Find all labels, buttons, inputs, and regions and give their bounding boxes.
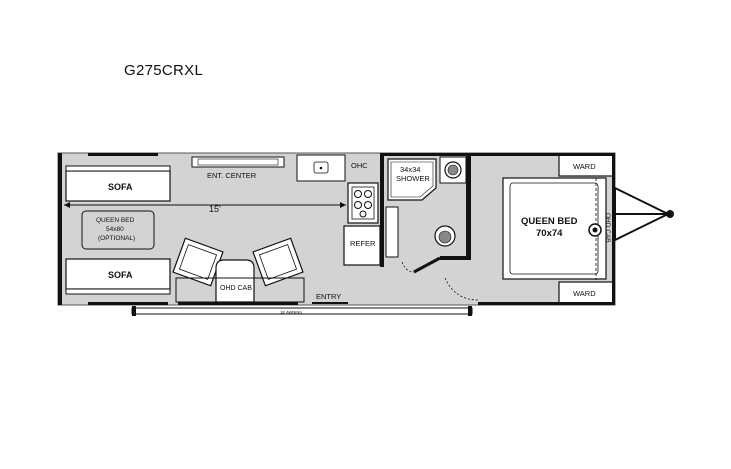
recliner-left — [172, 237, 224, 287]
ohd-cab-base — [175, 277, 305, 303]
ent-center-inner — [197, 158, 279, 166]
vent-fan-inner — [592, 227, 598, 233]
stove-inner — [351, 186, 375, 220]
wardrobe-bottom-label: WARD — [573, 289, 596, 298]
shower-size-label: 34x34 — [400, 165, 420, 174]
queen-bed-optional-line2: 54x80 — [106, 226, 124, 233]
wall-bottom-right — [478, 302, 615, 305]
queen-bed-optional-line3: (OPTIONAL) — [98, 235, 135, 242]
bath-closet — [385, 206, 399, 258]
wall-bottom-left — [88, 302, 168, 305]
refer-label: REFER — [350, 239, 376, 248]
bath-wall-right — [466, 155, 471, 259]
bath-wall-bottom — [440, 256, 471, 260]
wall-top-right — [471, 153, 615, 156]
bath-wall-top — [380, 153, 471, 156]
queen-bed-optional-line1: QUEEN BED — [96, 217, 135, 224]
model-title: G275CRXL — [124, 62, 204, 79]
sofa-bottom-label: SOFA — [108, 270, 133, 280]
sofa-top-label: SOFA — [108, 182, 133, 192]
shower-label: SHOWER — [396, 174, 430, 183]
sink-drain — [319, 166, 323, 170]
sofa-bottom-back — [65, 288, 171, 295]
queen-bed-optional — [81, 210, 155, 250]
recliner-right — [252, 237, 304, 287]
bath-wall-left — [380, 155, 384, 267]
burner-3 — [354, 201, 362, 209]
hitch-coupler — [666, 210, 674, 218]
burner-5 — [359, 210, 367, 218]
dimension-arrow-left — [64, 202, 70, 208]
bath-door-swing — [401, 261, 415, 273]
bath-sink-inner — [447, 164, 459, 176]
bedroom-door-swing — [444, 277, 479, 301]
ohd-cab-front-label: OHD CAB — [220, 285, 252, 292]
ent-center-label: ENT. CENTER — [207, 171, 257, 180]
wall-rear — [612, 153, 615, 305]
dimension-label: 15' — [209, 204, 221, 214]
entry-label: ENTRY — [316, 292, 341, 301]
wardrobe-top-label: WARD — [573, 162, 596, 171]
sofa-bottom — [65, 258, 171, 290]
burner-4 — [364, 201, 372, 209]
wall-bottom-mid — [178, 302, 298, 305]
ohc-label: OHC — [351, 161, 368, 170]
queen-bed-label: QUEEN BED — [521, 216, 578, 227]
ohd-cab-front — [215, 259, 255, 303]
awning-label: 18' AWNING — [280, 310, 302, 315]
shower — [387, 158, 437, 201]
burner-1 — [354, 190, 362, 198]
ohd-cab-rear-label: OHD CAB — [604, 213, 611, 243]
wall-top-left — [88, 153, 158, 156]
toilet-bowl — [438, 230, 452, 244]
wall-front — [58, 153, 62, 305]
awning-end-right — [468, 306, 472, 316]
queen-bed-size-label: 70x74 — [536, 228, 563, 239]
sofa-top-back — [65, 165, 171, 172]
awning-end-left — [132, 306, 136, 316]
bath-wall-door-side — [413, 256, 441, 274]
shower-inner — [390, 161, 434, 198]
burner-2 — [364, 190, 372, 198]
dimension-arrow-right — [340, 202, 346, 208]
